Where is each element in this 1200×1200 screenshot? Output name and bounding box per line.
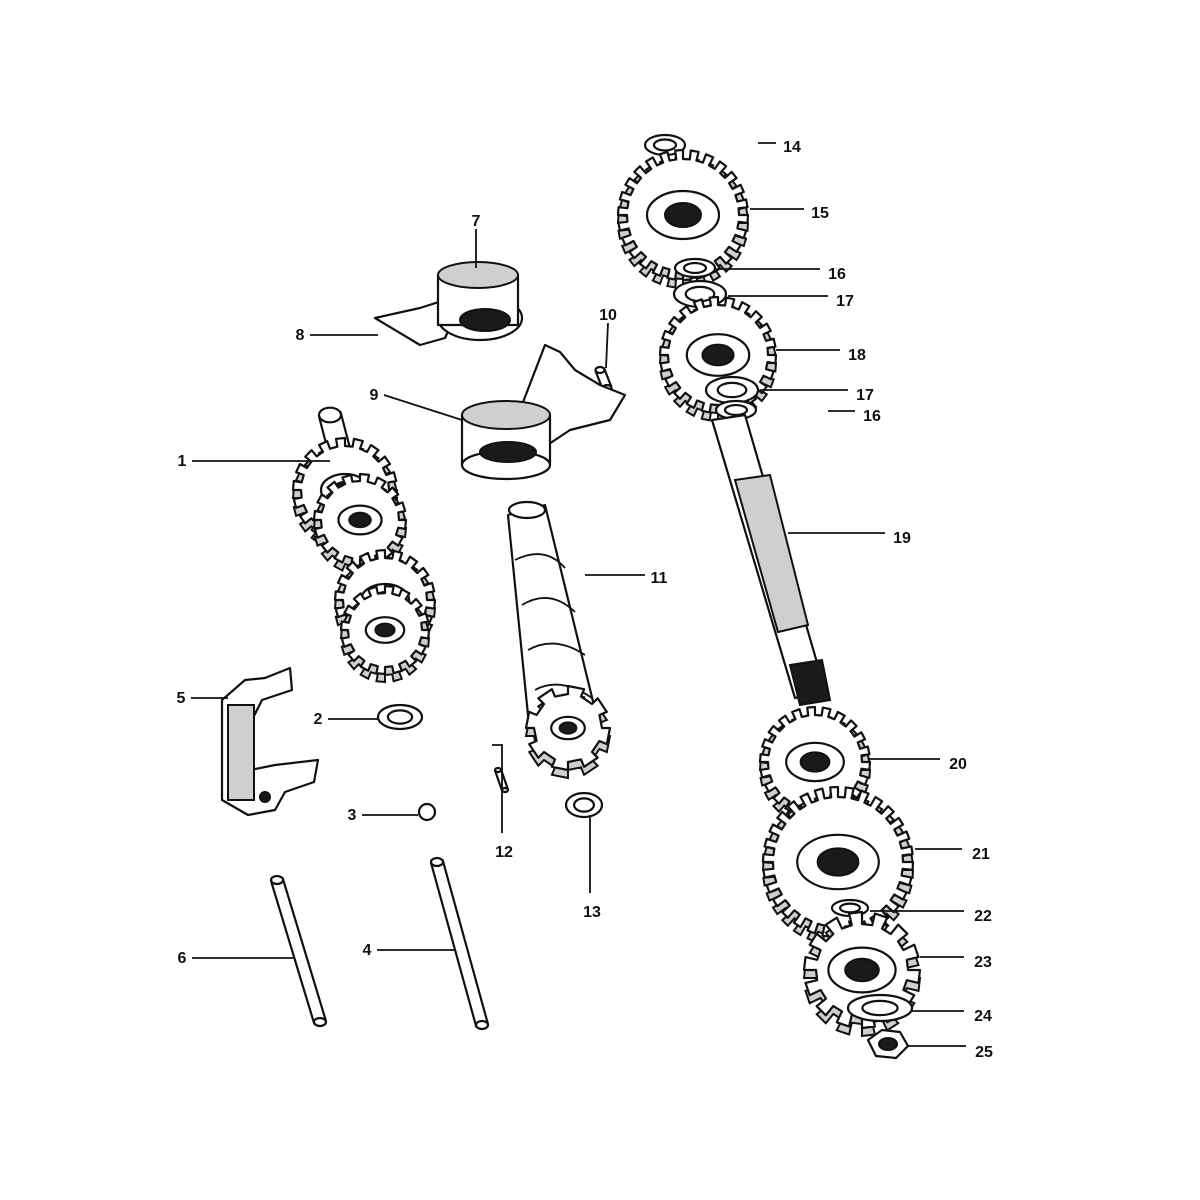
leader-lines bbox=[191, 142, 966, 1047]
part-11-top bbox=[507, 500, 547, 520]
part-19-splines bbox=[733, 473, 810, 634]
part-1-gear-d bbox=[339, 584, 431, 684]
callout-label-15: 15 bbox=[811, 205, 829, 222]
callout-label-1: 1 bbox=[178, 453, 187, 470]
part-23-sprocket-bore bbox=[844, 957, 880, 983]
part-13-washer bbox=[564, 791, 604, 819]
leader-line-9 bbox=[383, 394, 463, 421]
part-21-gear-bore bbox=[816, 847, 860, 877]
part-17b-ring-inner bbox=[716, 381, 748, 399]
part-25-bore bbox=[878, 1037, 898, 1051]
part-9-bore bbox=[479, 441, 537, 463]
part-7-bore bbox=[459, 308, 511, 332]
part-16a-ring bbox=[673, 257, 717, 279]
part-11-end-cam-bore bbox=[558, 721, 578, 735]
callout-label-16a: 16 bbox=[828, 266, 846, 283]
part-14-circlip-inner bbox=[652, 138, 678, 152]
part-11-groove-2 bbox=[521, 597, 576, 613]
callout-label-23: 23 bbox=[974, 954, 992, 971]
callout-label-9: 9 bbox=[370, 387, 379, 404]
part-15-gear-bore bbox=[664, 202, 702, 228]
callout-label-11: 11 bbox=[651, 570, 668, 587]
part-11-groove-3 bbox=[527, 642, 586, 656]
leader-line-12 bbox=[492, 744, 503, 833]
part-18-gear bbox=[658, 295, 778, 423]
part-4-rod bbox=[429, 856, 490, 1031]
callout-labels: 1234567891011121314151617181716192021222… bbox=[177, 139, 993, 1061]
part-18-gear-bore bbox=[701, 343, 735, 367]
callout-label-10: 10 bbox=[599, 307, 617, 324]
callout-label-3: 3 bbox=[348, 807, 357, 824]
part-11-groove-4 bbox=[534, 683, 593, 699]
callout-label-22: 22 bbox=[974, 908, 992, 925]
callout-label-5: 5 bbox=[177, 690, 186, 707]
part-10-pin-end-top bbox=[594, 365, 606, 375]
callout-label-13: 13 bbox=[583, 904, 601, 921]
callout-label-18: 18 bbox=[848, 347, 866, 364]
part-9-sleeve-top bbox=[461, 400, 551, 430]
callout-label-14: 14 bbox=[783, 139, 801, 156]
callout-label-20: 20 bbox=[949, 756, 967, 773]
part-1-gear-b bbox=[312, 472, 408, 576]
part-24-washer bbox=[846, 993, 914, 1023]
part-7-sleeve-top bbox=[437, 261, 519, 289]
callout-label-17b: 17 bbox=[856, 387, 874, 404]
part-4-rod-end-top bbox=[429, 856, 445, 868]
leader-line-10 bbox=[605, 322, 609, 369]
part-16b-ring-inner bbox=[723, 403, 749, 417]
part-25-nut bbox=[866, 1028, 910, 1060]
part-6-rod-body bbox=[270, 877, 327, 1025]
callout-label-16b: 16 bbox=[863, 408, 881, 425]
part-6-rod bbox=[269, 874, 328, 1028]
part-6-rod-end-top bbox=[269, 874, 285, 886]
part-11-end-cam bbox=[524, 684, 612, 780]
part-6-rod-end-bottom bbox=[312, 1016, 328, 1028]
callout-label-7: 7 bbox=[472, 213, 481, 230]
part-1-gear-b-bore bbox=[348, 511, 372, 529]
part-1-gear-d-bore bbox=[374, 622, 396, 638]
part-16b-ring bbox=[714, 399, 758, 421]
part-21-gear bbox=[761, 785, 915, 947]
part-2-washer bbox=[376, 703, 424, 731]
part-20-gear-bore bbox=[799, 751, 831, 773]
part-5-web bbox=[227, 704, 255, 801]
part-12-pin-end-top bbox=[493, 766, 503, 774]
part-9-fork bbox=[460, 343, 627, 481]
parts-layer bbox=[220, 133, 922, 1060]
callout-label-17a: 17 bbox=[836, 293, 854, 310]
part-15-gear bbox=[616, 148, 750, 290]
part-2-washer-inner bbox=[386, 709, 414, 725]
part-24-washer-inner bbox=[861, 999, 899, 1017]
callout-label-8: 8 bbox=[296, 327, 305, 344]
part-16a-ring-inner bbox=[682, 261, 708, 275]
part-3-ball bbox=[417, 802, 437, 822]
callout-label-2: 2 bbox=[314, 711, 323, 728]
part-1-shaft-end-top bbox=[317, 406, 343, 424]
part-4-rod-body bbox=[430, 859, 489, 1028]
part-19-mainshaft bbox=[710, 413, 832, 707]
part-4-rod-end-bottom bbox=[474, 1019, 490, 1031]
callout-label-6: 6 bbox=[178, 950, 187, 967]
callout-label-12: 12 bbox=[495, 844, 513, 861]
callout-label-25: 25 bbox=[975, 1044, 993, 1061]
part-19-thread bbox=[788, 658, 832, 707]
callout-label-24: 24 bbox=[974, 1008, 992, 1025]
callout-label-4: 4 bbox=[363, 942, 372, 959]
part-5-shift-fork bbox=[220, 666, 320, 817]
part-7-fork bbox=[373, 261, 524, 347]
part-17b-ring bbox=[704, 375, 760, 405]
part-13-washer-inner bbox=[572, 797, 595, 813]
part-11-groove-1 bbox=[514, 553, 566, 569]
part-5-hole bbox=[259, 791, 271, 803]
callout-label-19: 19 bbox=[893, 530, 911, 547]
callout-label-21: 21 bbox=[972, 846, 990, 863]
part-22-ring-inner bbox=[838, 902, 861, 914]
